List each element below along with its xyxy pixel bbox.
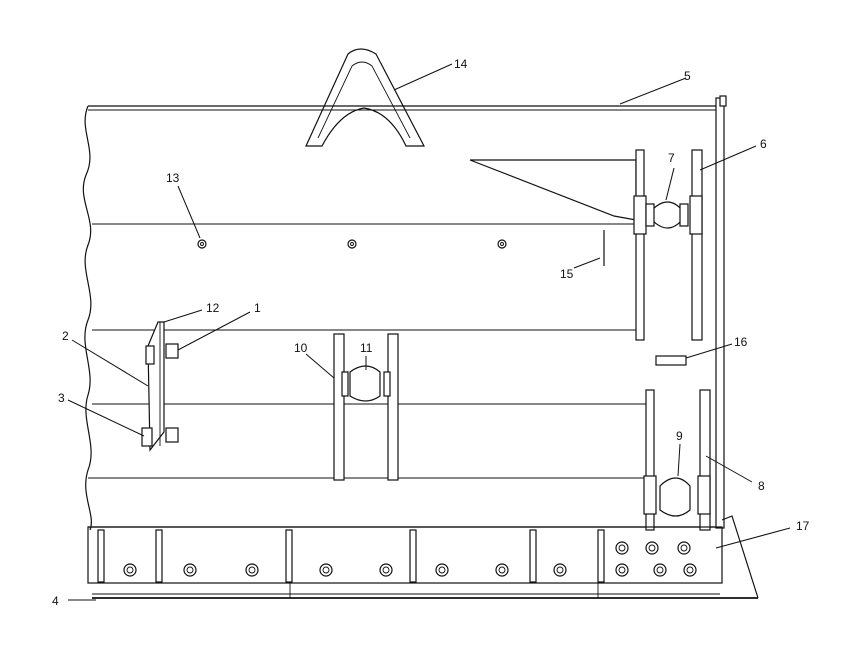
callout-15: 15 (560, 267, 574, 281)
callout-labels: 1 2 3 4 5 6 7 8 9 10 11 12 13 14 15 16 1… (52, 57, 810, 608)
callout-8: 8 (758, 479, 765, 493)
callout-9: 9 (676, 429, 683, 443)
callout-2: 2 (62, 329, 69, 343)
callout-16: 16 (734, 335, 748, 349)
bottom-rail (87, 515, 759, 599)
upper-bracket (633, 149, 703, 341)
callout-14: 14 (454, 57, 468, 71)
housing-body (82, 95, 727, 531)
lower-bracket (643, 389, 711, 531)
rivets (197, 239, 507, 249)
left-link (141, 321, 179, 452)
callout-12: 12 (206, 301, 220, 315)
callout-17: 17 (796, 519, 810, 533)
callout-4: 4 (52, 594, 59, 608)
leader-lines (67, 63, 791, 601)
callout-7: 7 (668, 151, 675, 165)
callout-1: 1 (254, 301, 261, 315)
callout-11: 11 (360, 341, 373, 355)
upper-arm (469, 159, 637, 221)
callout-10: 10 (294, 341, 308, 355)
center-bracket (333, 333, 399, 481)
plate-16 (655, 355, 687, 366)
callout-5: 5 (684, 69, 691, 83)
callout-3: 3 (58, 391, 65, 405)
callout-13: 13 (166, 171, 180, 185)
callout-6: 6 (760, 137, 767, 151)
lifting-handle (305, 48, 425, 147)
